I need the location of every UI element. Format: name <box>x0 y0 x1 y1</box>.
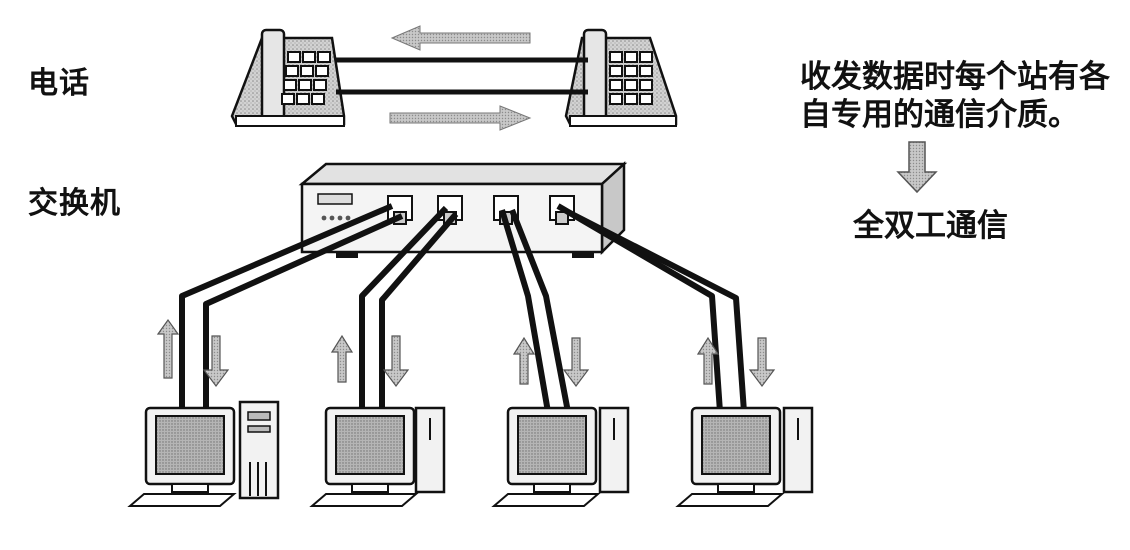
computer-2-icon <box>309 406 446 507</box>
cables <box>179 203 747 413</box>
down-arrow-icon <box>748 337 776 387</box>
up-arrow-icon <box>512 336 536 385</box>
telephone-left-icon <box>230 28 346 127</box>
computer-3-icon <box>491 406 630 507</box>
down-arrow-icon <box>202 335 230 387</box>
up-arrow-icon <box>696 336 720 385</box>
telephone-right-icon <box>564 28 678 127</box>
note-line-2: 自专用的通信介质。 <box>800 97 1079 133</box>
cable-arrows <box>156 318 776 387</box>
arrow-right-icon <box>389 105 532 131</box>
note-line-1: 收发数据时每个站有各 <box>800 59 1110 95</box>
note-text: 收发数据时每个站有各 自专用的通信介质。 <box>800 58 1110 134</box>
computer-4-icon <box>675 406 814 507</box>
telephone-lines <box>336 57 588 95</box>
full-duplex-label: 全双工通信 <box>853 208 1008 244</box>
up-arrow-icon <box>156 318 180 379</box>
telephone-label: 电话 <box>28 66 90 101</box>
switch-label: 交换机 <box>28 186 121 221</box>
up-arrow-icon <box>330 334 354 383</box>
arrow-left-icon <box>390 25 531 51</box>
down-arrow-icon <box>562 337 590 387</box>
down-arrow-icon <box>896 141 938 194</box>
down-arrow-icon <box>382 335 410 387</box>
computer-1-icon <box>127 400 280 507</box>
